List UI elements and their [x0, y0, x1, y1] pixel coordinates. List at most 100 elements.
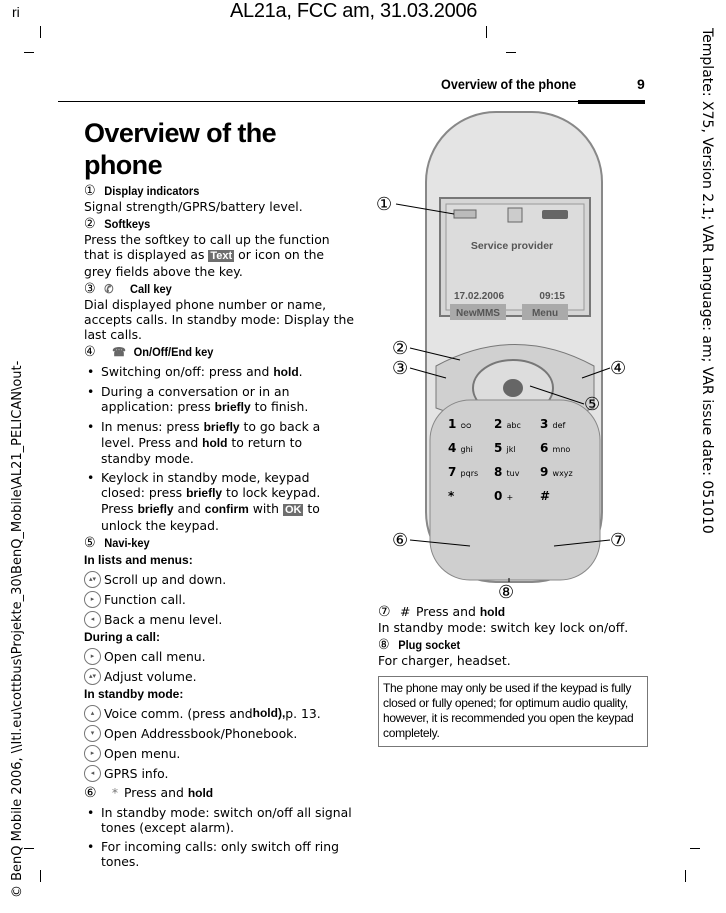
- section-heading: ③✆Call key: [84, 281, 172, 297]
- key-*: *: [448, 489, 455, 503]
- key-8: 8 tuv: [494, 465, 520, 479]
- key-3: 3 def: [540, 417, 566, 431]
- nav-right-icon: ▸: [84, 591, 101, 608]
- section-text: Dial displayed phone number or name, acc…: [84, 297, 354, 342]
- nav-item: ▴▾Scroll up and down.: [84, 571, 354, 588]
- nav-item: ◂GPRS info.: [84, 765, 354, 782]
- key-0: 0 +: [494, 489, 513, 503]
- list-item: During a conversation or in an applicati…: [84, 384, 354, 415]
- text-tag: Text: [208, 250, 235, 262]
- call-key-icon: ✆: [104, 282, 114, 296]
- running-title: Overview of the phone: [440, 76, 576, 92]
- list-item: For incoming calls: only switch off ring…: [84, 839, 354, 869]
- header-rule: [58, 101, 645, 102]
- section-heading: ⑦#Press and hold: [378, 604, 506, 620]
- crop-mark: [40, 26, 41, 38]
- note-box: The phone may only be used if the keypad…: [378, 676, 648, 747]
- softkey-right-label: Menu: [532, 308, 558, 319]
- crop-mark: [24, 52, 34, 53]
- key-2: 2 abc: [494, 417, 521, 431]
- page-title: Overview of the phone: [84, 118, 277, 180]
- softkey-left-label: NewMMS: [456, 308, 500, 319]
- nav-left-icon: ◂: [84, 611, 101, 628]
- nav-item: ◂Back a menu level.: [84, 611, 354, 628]
- softkey-left-field: [450, 304, 506, 320]
- key-#: #: [540, 489, 550, 503]
- right-column: ⑦#Press and hold In standby mode: switch…: [378, 604, 648, 668]
- nav-right-icon: ▸: [84, 648, 101, 665]
- section-text: For charger, headset.: [378, 653, 511, 668]
- subheading: During a call:: [84, 630, 161, 644]
- hash-key-icon: #: [400, 604, 411, 619]
- signal-icon: [453, 209, 477, 219]
- nav-item: ▸Open menu.: [84, 745, 354, 762]
- callout-4: ④: [610, 358, 626, 379]
- list-item: Switching on/off: press and hold.: [84, 364, 354, 380]
- softkey-right-field: [522, 304, 568, 320]
- nav-item: ▴▾Adjust volume.: [84, 668, 354, 685]
- key-1: 1 ᴑᴑ: [448, 417, 472, 431]
- section-heading: ④☎On/Off/End key: [84, 344, 214, 360]
- subheading: In lists and menus:: [84, 553, 193, 567]
- navi-center: [503, 379, 523, 397]
- key-5: 5 jkl: [494, 441, 516, 455]
- crop-mark: [24, 848, 34, 849]
- callout-5: ⑤: [584, 394, 600, 415]
- nav-up-down-icon: ▴▾: [84, 668, 101, 685]
- star-key-icon: *: [111, 785, 119, 800]
- nav-up-down-icon: ▴▾: [84, 571, 101, 588]
- template-info: Template: X75, Version 2.1; VAR Language…: [699, 28, 715, 534]
- key-6: 6 mno: [540, 441, 570, 455]
- key-4: 4 ghi: [448, 441, 473, 455]
- section-text: Press the softkey to call up the functio…: [84, 232, 330, 279]
- time-text: 09:15: [539, 291, 565, 302]
- callout-2: ②: [392, 338, 408, 359]
- gprs-icon: [507, 207, 523, 223]
- key-9: 9 wxyz: [540, 465, 573, 479]
- callout-3: ③: [392, 358, 408, 379]
- corner-mark: ri: [12, 4, 20, 20]
- end-key-list: Switching on/off: press and hold. During…: [84, 364, 354, 533]
- nav-item: ▸Open call menu.: [84, 648, 354, 665]
- list-item: Keylock in standby mode, keypad closed: …: [84, 470, 354, 533]
- nav-right-icon: ▸: [84, 745, 101, 762]
- nav-item: ▴Voice comm. (press and hold), p. 13.: [84, 705, 354, 722]
- header-rule-thick: [578, 100, 645, 104]
- nav-left-icon: ◂: [84, 765, 101, 782]
- crop-mark: [506, 52, 516, 53]
- callout-lines: [395, 203, 611, 582]
- section-text: Signal strength/GPRS/battery level.: [84, 199, 303, 214]
- nav-down-icon: ▾: [84, 725, 101, 742]
- callout-6: ⑥: [392, 530, 408, 551]
- nav-up-icon: ▴: [84, 705, 101, 722]
- nav-item: ▸Function call.: [84, 591, 354, 608]
- section-heading: ⑥*Press and hold: [84, 785, 214, 801]
- battery-icon: [542, 210, 568, 219]
- callout-8: ⑧: [498, 582, 514, 603]
- phone-illustration: Service provider 17.02.2006 09:15 NewMMS…: [376, 111, 626, 603]
- list-item: In menus: press briefly to go back a lev…: [84, 419, 354, 466]
- crop-mark: [486, 26, 487, 38]
- nav-item: ▾Open Addressbook/Phonebook.: [84, 725, 354, 742]
- provider-text: Service provider: [471, 240, 553, 252]
- callout-7: ⑦: [610, 530, 626, 551]
- crop-mark: [685, 870, 686, 882]
- copyright-path: © BenQ Mobile 2006, \\Itl.eu\cottbus\Pro…: [10, 360, 25, 898]
- crop-mark: [40, 870, 41, 882]
- document-id: AL21a, FCC am, 31.03.2006: [230, 0, 478, 22]
- page-number: 9: [637, 76, 645, 92]
- ok-tag: OK: [282, 504, 304, 516]
- end-key-icon: ☎: [112, 345, 126, 359]
- keypad: [429, 399, 601, 581]
- subheading: In standby mode:: [84, 687, 184, 701]
- crop-mark: [690, 848, 700, 849]
- date-text: 17.02.2006: [454, 291, 504, 302]
- section-text: In standby mode: switch key lock on/off.: [378, 620, 629, 635]
